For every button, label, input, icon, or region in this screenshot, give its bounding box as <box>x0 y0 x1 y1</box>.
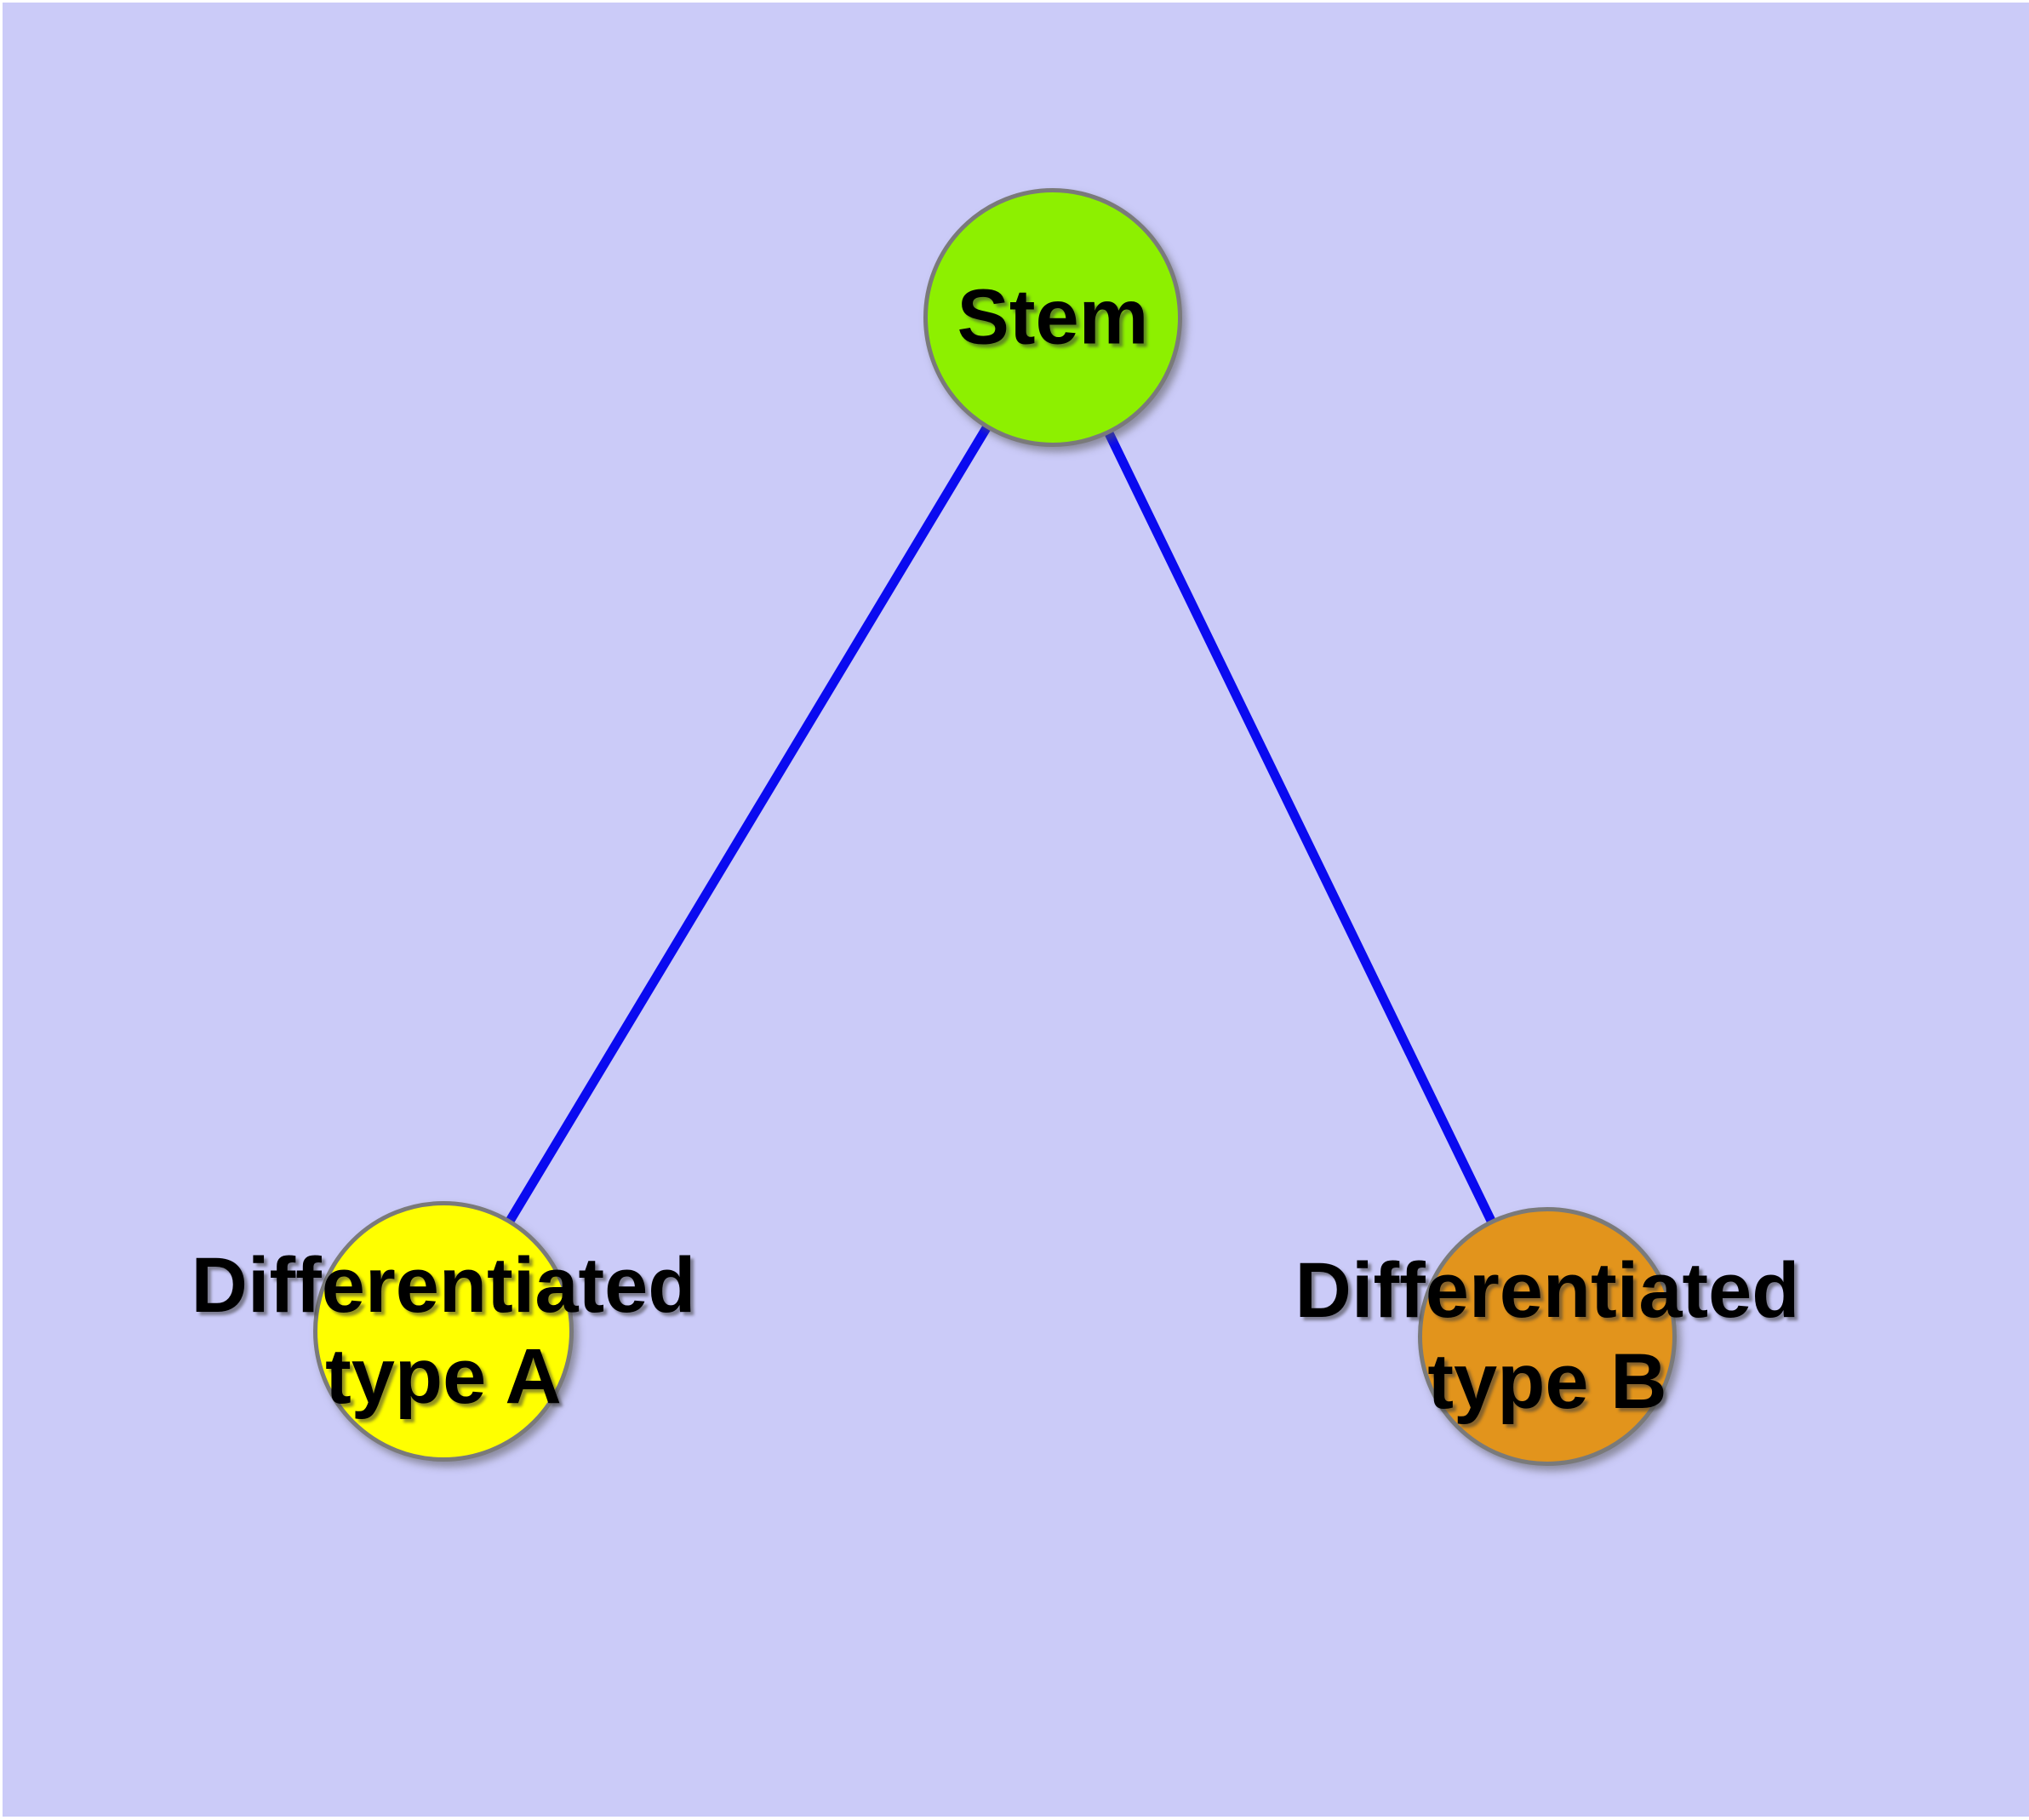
node-label-line: Differentiated <box>191 1242 696 1329</box>
node-label-stem: Stem <box>957 272 1149 363</box>
node-label-line: type A <box>325 1333 562 1420</box>
node-stem <box>923 188 1182 447</box>
node-diff-type-b <box>1418 1207 1677 1466</box>
node-label-line: Stem <box>957 273 1149 361</box>
edge-stem-to-diff-type-a <box>439 315 1057 1334</box>
node-label-line: Differentiated <box>1295 1247 1800 1334</box>
edge-stem-to-diff-type-b <box>1049 315 1552 1339</box>
node-diff-type-a <box>313 1201 574 1462</box>
node-label-line: type B <box>1427 1338 1667 1425</box>
